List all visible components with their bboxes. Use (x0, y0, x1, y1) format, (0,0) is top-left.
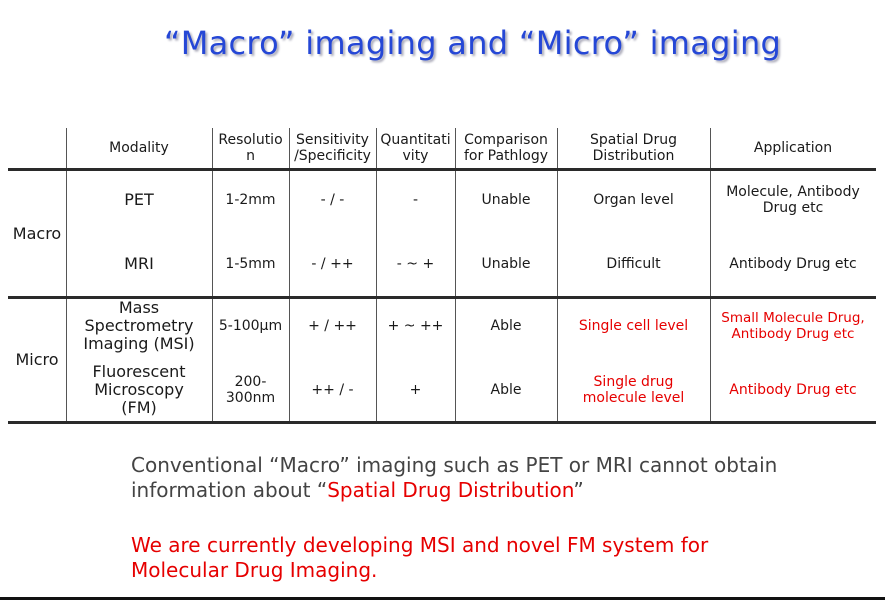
header-quantitative: Quantitati vity (380, 132, 451, 164)
cell-spatial: Single drug molecule level (582, 374, 685, 406)
cell-resolution: 1-2mm (225, 192, 276, 208)
cell-comparison: Unable (481, 256, 531, 272)
cell-sensitivity: - / - (320, 192, 345, 208)
cell-comparison: Able (490, 318, 522, 334)
cell-quantitative: + (409, 382, 422, 398)
comparison-table: Modality Resolutio n Sensitivity /Specif… (8, 128, 876, 424)
cell-application: Antibody Drug etc (729, 256, 857, 272)
header-modality: Modality (109, 140, 169, 156)
cell-application: Molecule, Antibody Drug etc (726, 184, 860, 216)
cell-quantitative: - (412, 192, 419, 208)
header-sensitivity: Sensitivity /Specificity (294, 132, 371, 164)
slide-title: “Macro” imaging and “Micro” imaging (163, 24, 782, 62)
cell-comparison: Unable (481, 192, 531, 208)
header-comparison: Comparison for Pathlogy (463, 132, 549, 164)
cell-quantitative: - ~ + (396, 256, 435, 272)
cell-modality: Fluorescent Microscopy (FM) (92, 362, 186, 417)
cell-spatial: Single cell level (578, 318, 689, 334)
cell-quantitative: + ~ ++ (387, 318, 444, 334)
cell-sensitivity: ++ / - (311, 382, 354, 398)
group-label-micro: Micro (15, 350, 59, 369)
development-note: We are currently developing MSI and nove… (131, 533, 709, 582)
cell-comparison: Able (490, 382, 522, 398)
cell-resolution: 200-300nm (225, 374, 276, 406)
cell-spatial: Difficult (606, 256, 661, 272)
bottom-divider (0, 597, 885, 600)
cell-application: Small Molecule Drug, Antibody Drug etc (721, 310, 865, 342)
cell-sensitivity: - / ++ (311, 256, 354, 272)
header-spatial: Spatial Drug Distribution (590, 132, 677, 164)
header-application: Application (753, 140, 833, 156)
cell-modality: PET (124, 190, 154, 209)
group-label-macro: Macro (12, 223, 62, 243)
cell-modality: MRI (124, 254, 154, 273)
cell-resolution: 5-100µm (218, 318, 283, 334)
conventional-imaging-note: Conventional “Macro” imaging such as PET… (131, 453, 778, 502)
header-resolution: Resolutio n (218, 132, 283, 164)
cell-modality: Mass Spectrometry Imaging (MSI) (83, 298, 195, 353)
cell-sensitivity: + / ++ (308, 318, 357, 334)
cell-resolution: 1-5mm (225, 256, 276, 272)
cell-application: Antibody Drug etc (729, 382, 857, 398)
cell-spatial: Organ level (593, 192, 674, 208)
highlight-text: Spatial Drug Distribution (327, 478, 574, 502)
